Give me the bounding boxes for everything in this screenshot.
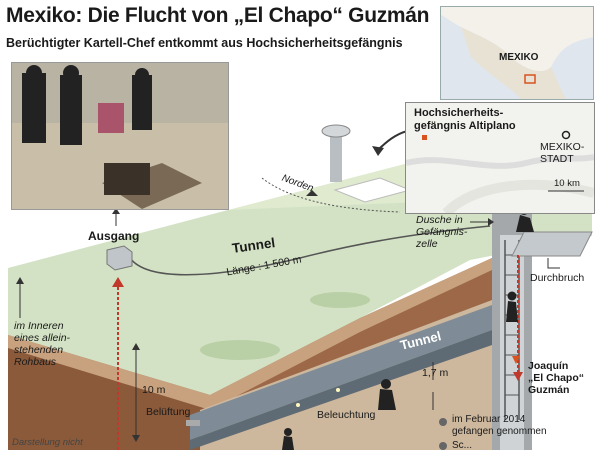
person-bottom-icon [282, 428, 294, 450]
watch-tower [330, 132, 342, 182]
shower-cell-platform [511, 231, 593, 257]
tunnel-path-surface [129, 225, 491, 276]
exit-building [106, 245, 133, 271]
height-label: 1,7 m [422, 367, 449, 379]
person-name: Joaquín „El Chapo“ Guzmán [528, 360, 585, 397]
scale-label: 10 km [554, 178, 580, 189]
fact-bullet-icon [439, 418, 447, 426]
fact-second: Sc... [452, 440, 473, 451]
shower-label: Dusche in Gefängnis- zelle [416, 214, 468, 251]
ventilation-label: Belüftung [146, 406, 191, 418]
footer-label: Darstellung nicht [12, 437, 83, 448]
person-marker-icon [512, 356, 520, 364]
page-title: Mexiko: Die Flucht von „El Chapo“ Guzmán [6, 4, 430, 27]
lighting-label: Beleuchtung [317, 409, 376, 421]
city-marker-icon [561, 130, 571, 140]
page-subtitle: Berüchtigter Kartell-Chef entkommt aus H… [6, 36, 403, 50]
breakthrough-label: Durchbruch [530, 272, 585, 284]
shaft-interior [500, 235, 524, 450]
country-label: MEXIKO [499, 52, 539, 63]
prison-label: Hochsicherheits- gefängnis Altiplano [414, 107, 516, 132]
mexico-inset-map: MEXIKO [440, 6, 594, 100]
person-in-tunnel-icon [378, 379, 396, 410]
person-on-ladder-icon [506, 291, 518, 322]
escape-hole-photo [11, 62, 229, 210]
exit-label: Ausgang [88, 229, 140, 243]
soil-top-strip [8, 258, 492, 410]
soil-front-left [8, 335, 210, 450]
north-arrow-icon [306, 190, 318, 196]
interior-label: im Inneren eines allein- stehenden Rohba… [14, 320, 71, 369]
city-label: MEXIKO- STADT [540, 141, 585, 166]
city-map: Hochsicherheits- gefängnis Altiplano MEX… [405, 102, 595, 214]
depth-label: 10 m [142, 384, 166, 396]
fact-captured: im Februar 2014 gefangen genommen [452, 414, 547, 437]
underground-tunnel [190, 305, 492, 440]
ventilation-pipe [186, 420, 200, 426]
fact-bullet-icon [439, 442, 447, 450]
location-marker-icon [524, 74, 536, 84]
escape-arrow-up [112, 277, 124, 287]
prison-marker-icon [422, 135, 427, 140]
escape-arrow-down [513, 372, 523, 381]
underground-tunnel-floor [190, 330, 492, 450]
